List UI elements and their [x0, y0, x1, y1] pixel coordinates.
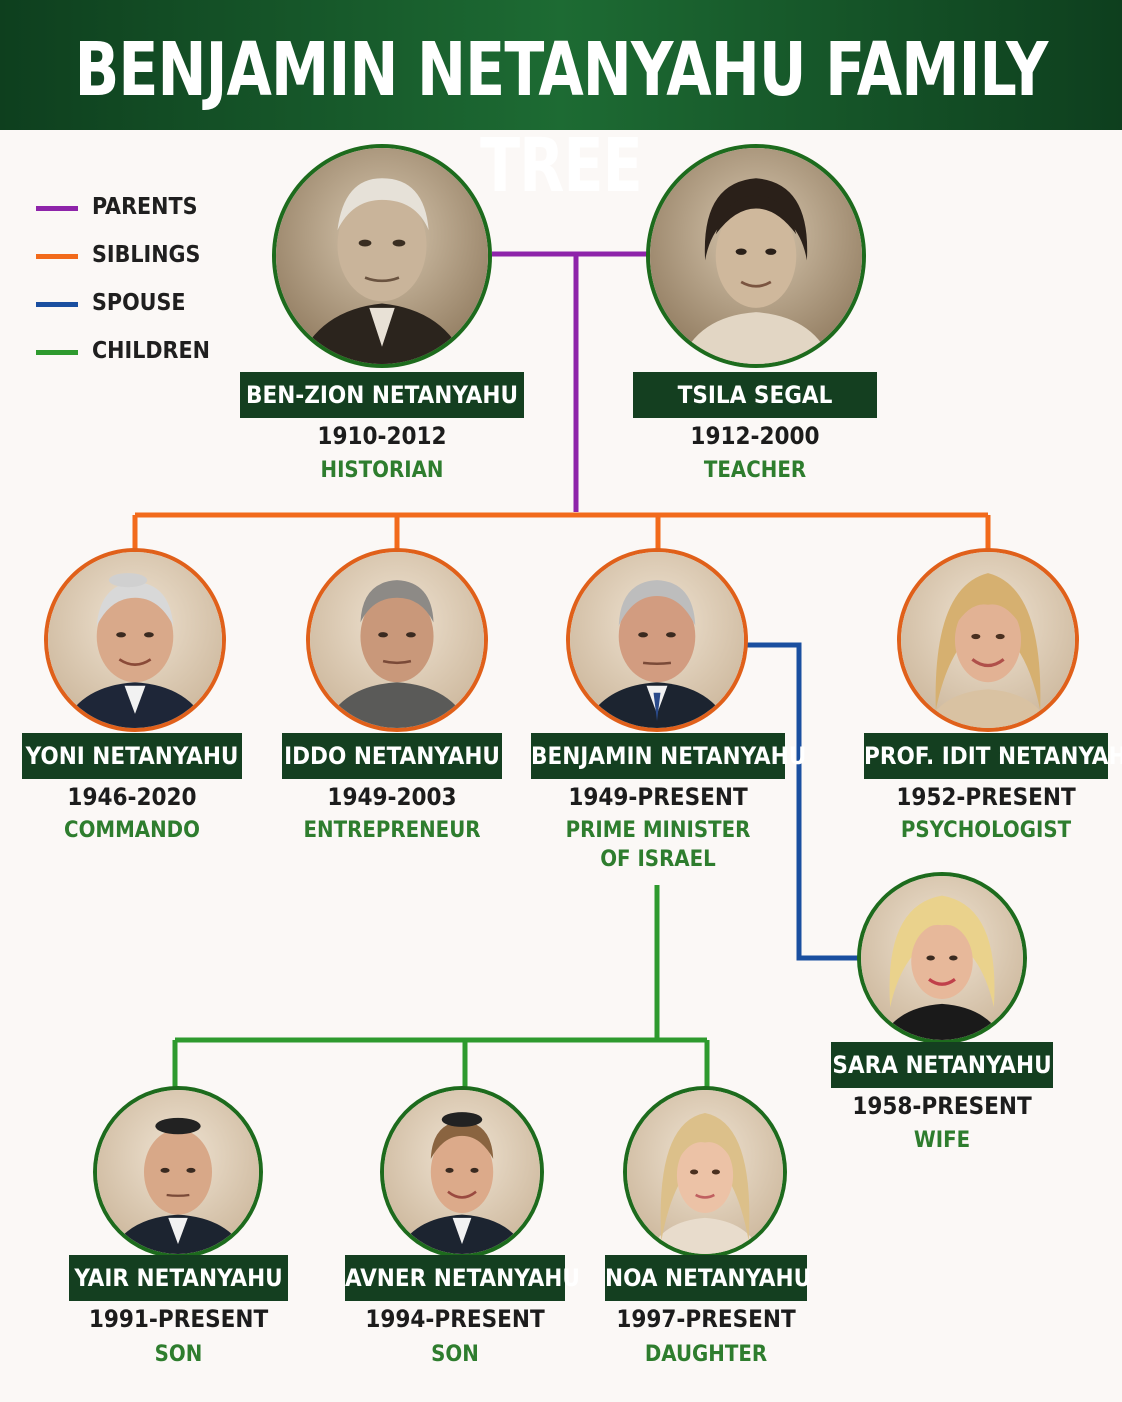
- name-idit: PROF. IDIT NETANYAHU: [864, 733, 1122, 779]
- legend-label: SIBLINGS: [92, 242, 201, 268]
- years-noa: 1997-PRESENT: [616, 1305, 796, 1333]
- name-sara: SARA NETANYAHU: [831, 1042, 1053, 1088]
- portrait-tsila: [646, 144, 866, 368]
- portrait-sara: [857, 872, 1027, 1044]
- legend-label: SPOUSE: [92, 290, 186, 316]
- name-benzion: BEN-ZION NETANYAHU: [240, 372, 524, 418]
- years-benzion: 1910-2012: [317, 422, 447, 450]
- role-yair: SON: [154, 1342, 203, 1367]
- legend-swatch-spouse: [36, 302, 78, 307]
- role-idit: PSYCHOLOGIST: [900, 818, 1072, 843]
- portrait-yair: [93, 1086, 263, 1258]
- years-avner: 1994-PRESENT: [365, 1305, 545, 1333]
- legend-swatch-parents: [36, 206, 78, 211]
- years-idit: 1952-PRESENT: [896, 783, 1076, 811]
- parents-connector: [492, 251, 648, 512]
- role-iddo: ENTREPRENEUR: [303, 818, 481, 843]
- role-sara: WIFE: [913, 1128, 971, 1153]
- role-yoni: COMMANDO: [64, 818, 200, 843]
- role-tsila: TEACHER: [703, 458, 807, 483]
- role-benjamin-line2: OF ISRAEL: [600, 847, 716, 872]
- legend-label: PARENTS: [92, 194, 198, 220]
- name-benjamin: BENJAMIN NETANYAHU: [531, 733, 806, 779]
- page-title: BENJAMIN NETANYAHU FAMILY TREE: [74, 27, 1049, 209]
- name-yoni: YONI NETANYAHU: [22, 733, 242, 779]
- years-benjamin: 1949-PRESENT: [568, 783, 748, 811]
- years-iddo: 1949-2003: [327, 783, 457, 811]
- name-noa: NOA NETANYAHU: [605, 1255, 811, 1301]
- portrait-idit: [897, 548, 1079, 732]
- siblings-connector: [132, 512, 991, 550]
- role-benjamin-line1: PRIME MINISTER: [565, 818, 751, 843]
- name-avner: AVNER NETANYAHU: [345, 1255, 580, 1301]
- role-avner: SON: [431, 1342, 479, 1367]
- role-benjamin: PRIME MINISTER OF ISRAEL: [531, 816, 785, 874]
- name-yair: YAIR NETANYAHU: [69, 1255, 288, 1301]
- name-iddo: IDDO NETANYAHU: [282, 733, 502, 779]
- years-sara: 1958-PRESENT: [852, 1092, 1032, 1120]
- years-yoni: 1946-2020: [67, 783, 197, 811]
- role-noa: DAUGHTER: [644, 1342, 768, 1367]
- legend-label: CHILDREN: [92, 338, 210, 364]
- legend-swatch-siblings: [36, 254, 78, 259]
- portrait-benjamin: [566, 548, 748, 732]
- portrait-yoni: [44, 548, 226, 732]
- name-tsila: TSILA SEGAL: [633, 372, 877, 418]
- spouse-connector: [745, 642, 860, 961]
- role-benzion: HISTORIAN: [320, 458, 444, 483]
- years-tsila: 1912-2000: [690, 422, 820, 450]
- portrait-noa: [623, 1086, 787, 1258]
- children-connector: [172, 885, 710, 1088]
- title-banner: BENJAMIN NETANYAHU FAMILY TREE: [0, 0, 1122, 209]
- portrait-avner: [380, 1086, 544, 1258]
- years-yair: 1991-PRESENT: [88, 1305, 269, 1333]
- portrait-benzion: [272, 144, 492, 368]
- legend-swatch-children: [36, 350, 78, 355]
- portrait-iddo: [306, 548, 488, 732]
